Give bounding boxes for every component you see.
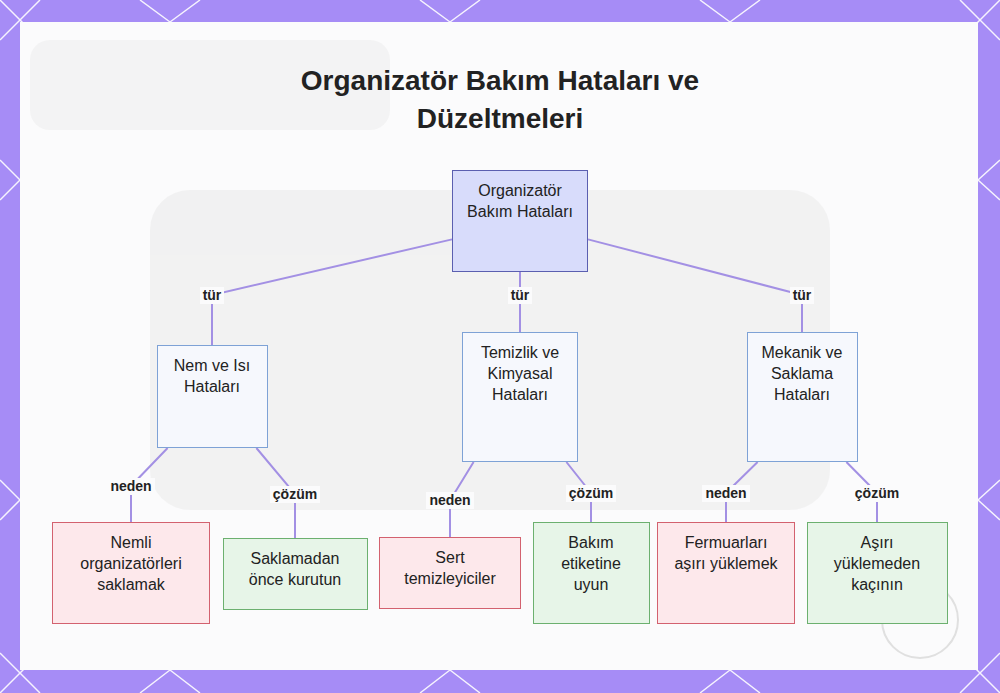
- diagram-title: Organizatör Bakım Hataları ve Düzeltmele…: [230, 62, 770, 138]
- edge-label: neden: [107, 478, 154, 495]
- category-box: Fermuarları aşırı yüklemek: [657, 522, 795, 624]
- edge-label: tür: [508, 287, 533, 304]
- category-box: Mekanik ve Saklama Hataları: [747, 332, 858, 462]
- node-text: Sert temizleyiciler: [390, 547, 510, 589]
- edge-label: tür: [790, 287, 815, 304]
- node-text: Temizlik ve Kimyasal Hataları: [473, 342, 567, 405]
- node-text: Nemli organizatörleri saklamak: [63, 532, 199, 595]
- category-box: Nem ve Isı Hataları: [157, 345, 268, 448]
- panel: [20, 22, 978, 670]
- background-photo: [30, 40, 830, 510]
- edge-label: tür: [200, 287, 225, 304]
- connector-line: [212, 239, 452, 345]
- node-text: Saklamadan önce kurutun: [234, 548, 357, 590]
- edge-label: çözüm: [566, 485, 616, 502]
- node-text: Fermuarları aşırı yüklemek: [668, 532, 784, 574]
- edge-label: neden: [426, 492, 473, 509]
- root-box: Organizatör Bakım Hataları: [452, 170, 588, 272]
- category-box: Sert temizleyiciler: [379, 537, 521, 609]
- category-box: Bakım etiketine uyun: [533, 522, 650, 624]
- node-text: Organizatör Bakım Hataları: [463, 180, 577, 222]
- edge-label: neden: [702, 485, 749, 502]
- edge-label: çözüm: [852, 485, 902, 502]
- node-text: Mekanik ve Saklama Hataları: [758, 342, 847, 405]
- category-box: Nemli organizatörleri saklamak: [52, 522, 210, 624]
- node-text: Bakım etiketine uyun: [544, 532, 639, 595]
- node-text: Nem ve Isı Hataları: [168, 355, 257, 397]
- edge-label: çözüm: [270, 486, 320, 503]
- category-box: Saklamadan önce kurutun: [223, 538, 368, 610]
- connector-line: [588, 239, 802, 332]
- category-box: Aşırı yüklemeden kaçının: [807, 522, 948, 624]
- node-text: Aşırı yüklemeden kaçının: [818, 532, 937, 595]
- category-box: Temizlik ve Kimyasal Hataları: [462, 332, 578, 462]
